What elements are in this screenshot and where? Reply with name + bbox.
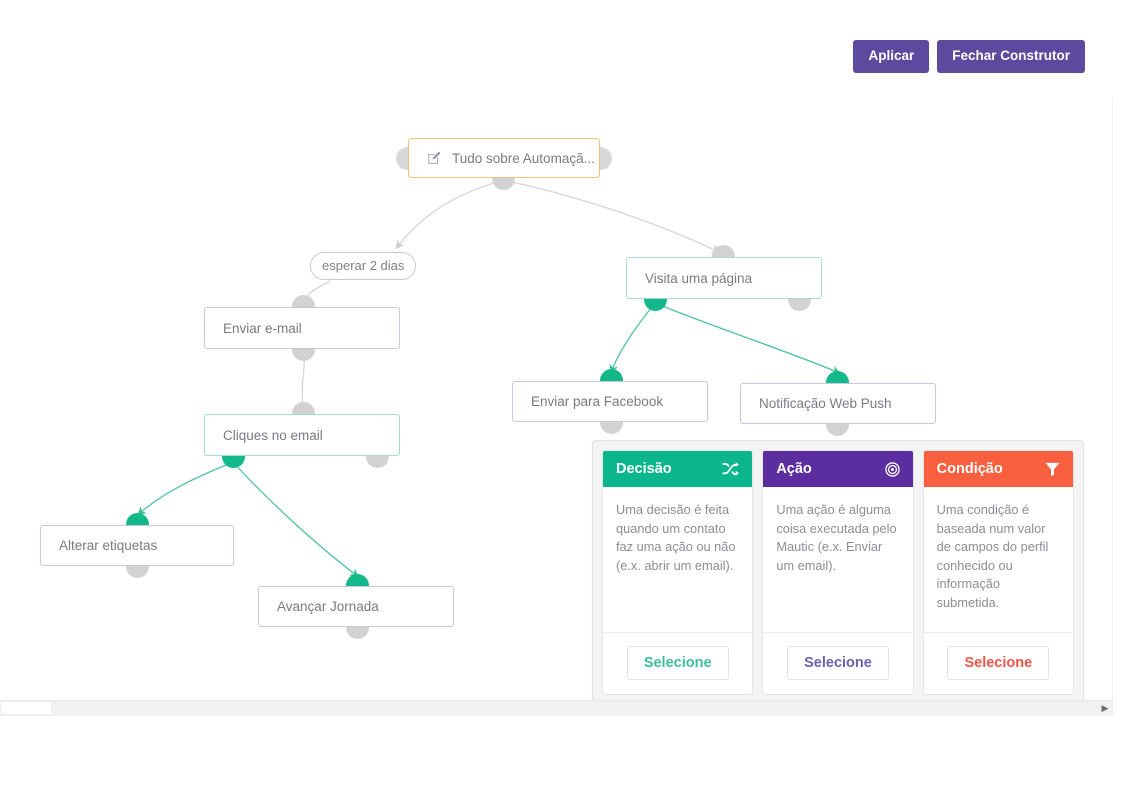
select-button-condicao[interactable]: Selecione [947, 645, 1050, 680]
flow-node-source[interactable]: Tudo sobre Automaçã... [408, 138, 600, 178]
card-title: Condição [936, 461, 1003, 477]
filter-icon [1045, 462, 1060, 476]
close-builder-button[interactable]: Fechar Construtor [937, 40, 1085, 73]
horizontal-scrollbar[interactable]: ▶ [0, 700, 1113, 716]
card-footer: Selecione [923, 631, 1073, 695]
email-handle-top[interactable] [292, 295, 315, 307]
flow-node-label: Enviar e-mail [223, 320, 302, 336]
pagevisit-handle-yes[interactable] [644, 299, 667, 311]
card-condicao[interactable]: Condição Uma condição é baseada num valo… [922, 450, 1074, 695]
card-title: Decisão [616, 461, 672, 477]
tags-handle-top[interactable] [126, 513, 149, 525]
card-header-acao: Ação [763, 451, 913, 487]
source-handle-right[interactable] [600, 147, 612, 170]
clicks-handle-no[interactable] [366, 456, 389, 468]
card-header-condicao: Condição [923, 451, 1073, 487]
source-handle-bottom[interactable] [492, 178, 515, 190]
apply-button[interactable]: Aplicar [853, 40, 930, 73]
flow-node-avancar-jornada[interactable]: Avançar Jornada [258, 586, 454, 627]
flow-node-notificacao-web-push[interactable]: Notificação Web Push [740, 383, 936, 424]
card-description: Uma decisão é feita quando um contato fa… [616, 502, 736, 573]
flow-node-label: Alterar etiquetas [59, 538, 158, 553]
card-header-decisao: Decisão [603, 451, 753, 487]
journey-handle-top[interactable] [346, 574, 369, 586]
source-handle-left[interactable] [396, 147, 408, 170]
card-footer: Selecione [763, 631, 913, 695]
canvas-right-divider [1112, 97, 1113, 700]
flow-node-label: Tudo sobre Automaçã... [452, 150, 595, 166]
card-acao[interactable]: Ação Uma ação é alguma coisa executada p… [762, 450, 914, 695]
flow-node-enviar-para-facebook[interactable]: Enviar para Facebook [512, 381, 708, 422]
email-handle-bottom[interactable] [292, 349, 315, 361]
facebook-handle-top[interactable] [600, 369, 623, 381]
tags-handle-bottom[interactable] [126, 566, 149, 578]
clicks-handle-top[interactable] [292, 402, 315, 414]
card-description: Uma condição é baseada num valor de camp… [936, 502, 1049, 610]
pencil-square-icon [427, 151, 441, 165]
flow-node-cliques-no-email[interactable]: Cliques no email [204, 414, 400, 456]
card-footer: Selecione [603, 631, 753, 695]
flow-node-label: Cliques no email [223, 427, 323, 443]
builder-toolbar: Aplicar Fechar Construtor [853, 40, 1085, 73]
facebook-handle-bottom[interactable] [600, 422, 623, 434]
webpush-handle-top[interactable] [826, 371, 849, 383]
edge-label-wait[interactable]: esperar 2 dias [310, 252, 417, 280]
card-decisao[interactable]: Decisão Uma decisão é feita quando um co… [602, 450, 754, 695]
flow-node-alterar-etiquetas[interactable]: Alterar etiquetas [40, 525, 234, 566]
flow-node-enviar-email[interactable]: Enviar e-mail [204, 307, 400, 349]
flow-canvas[interactable]: Tudo sobre Automaçã... esperar 2 dias En… [0, 0, 1113, 700]
shuffle-icon [722, 461, 740, 477]
flow-node-label: Avançar Jornada [277, 599, 379, 614]
card-title: Ação [776, 461, 812, 477]
flow-node-label: Visita uma página [645, 270, 753, 286]
select-button-decisao[interactable]: Selecione [626, 645, 729, 680]
card-description: Uma ação é alguma coisa executada pelo M… [776, 502, 897, 573]
flow-node-label: Enviar para Facebook [531, 394, 664, 409]
pagevisit-handle-top[interactable] [712, 245, 735, 257]
webpush-handle-bottom[interactable] [826, 424, 849, 436]
scroll-right-arrow-icon[interactable]: ▶ [1101, 702, 1109, 713]
select-button-acao[interactable]: Selecione [787, 645, 889, 680]
bullseye-icon [884, 461, 900, 477]
journey-handle-bottom[interactable] [346, 627, 369, 639]
pagevisit-handle-no[interactable] [788, 299, 811, 311]
node-type-panel: Decisão Uma decisão é feita quando um co… [592, 440, 1084, 700]
flow-node-visita-uma-pagina[interactable]: Visita uma página [626, 257, 822, 299]
horizontal-scrollbar-thumb[interactable] [0, 701, 52, 715]
flow-node-label: Notificação Web Push [759, 396, 892, 411]
clicks-handle-yes[interactable] [222, 456, 245, 468]
